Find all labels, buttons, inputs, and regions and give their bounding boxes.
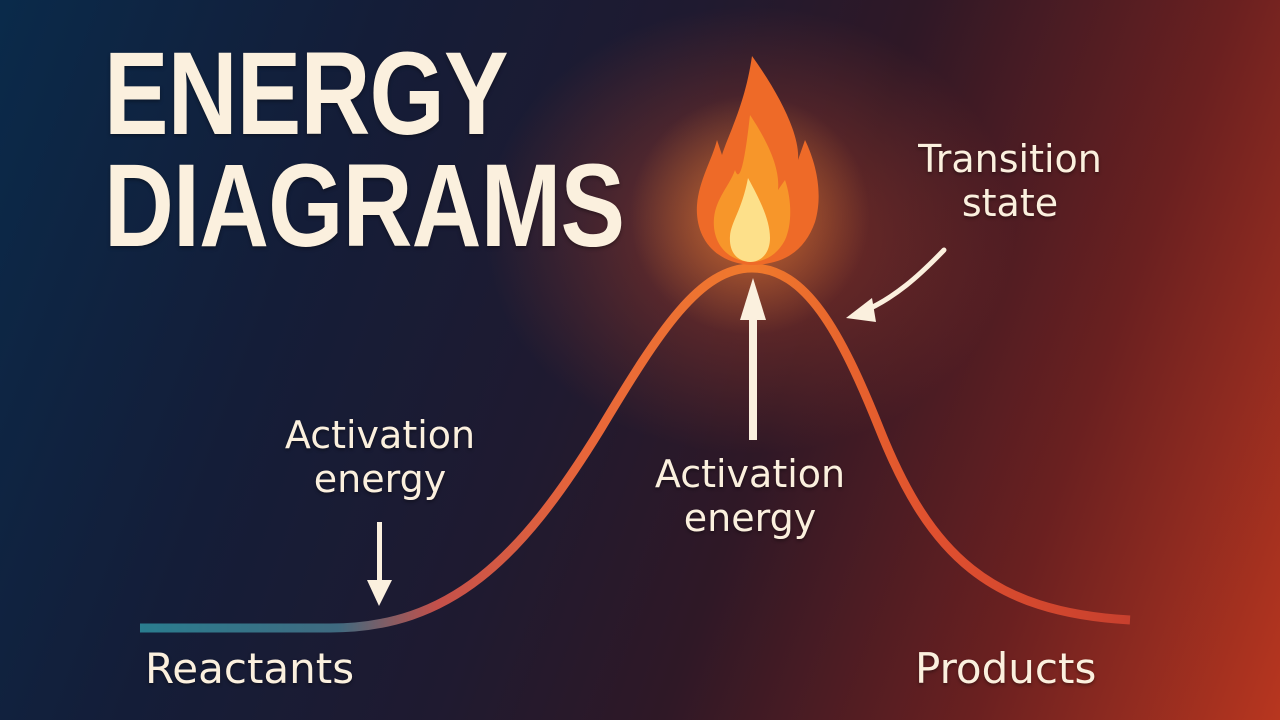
activation-energy-left-line-2: energy [313,456,447,501]
energy-curve [140,263,1131,633]
activation-energy-left-line-1: Activation [284,413,476,457]
activation-energy-center-line-2: energy [683,495,817,540]
arrow-up-icon [740,278,766,440]
activation-energy-label-left: Activation energy [240,413,520,501]
activation-energy-center-line-1: Activation [654,452,846,496]
title-line-2: DIAGRAMS [104,140,625,272]
curved-arrow-icon [846,247,947,322]
transition-state-label: Transition state [880,137,1140,225]
page-title: ENERGY DIAGRAMS [104,28,625,272]
transition-state-line-1: Transition [918,137,1102,181]
activation-energy-label-center: Activation energy [620,452,880,540]
flame-icon [696,56,819,265]
reactants-label: Reactants [145,644,355,693]
transition-state-line-2: state [961,180,1059,225]
products-label: Products [915,644,1097,693]
title-line-1: ENERGY [104,28,509,160]
arrow-down-icon [367,522,392,606]
